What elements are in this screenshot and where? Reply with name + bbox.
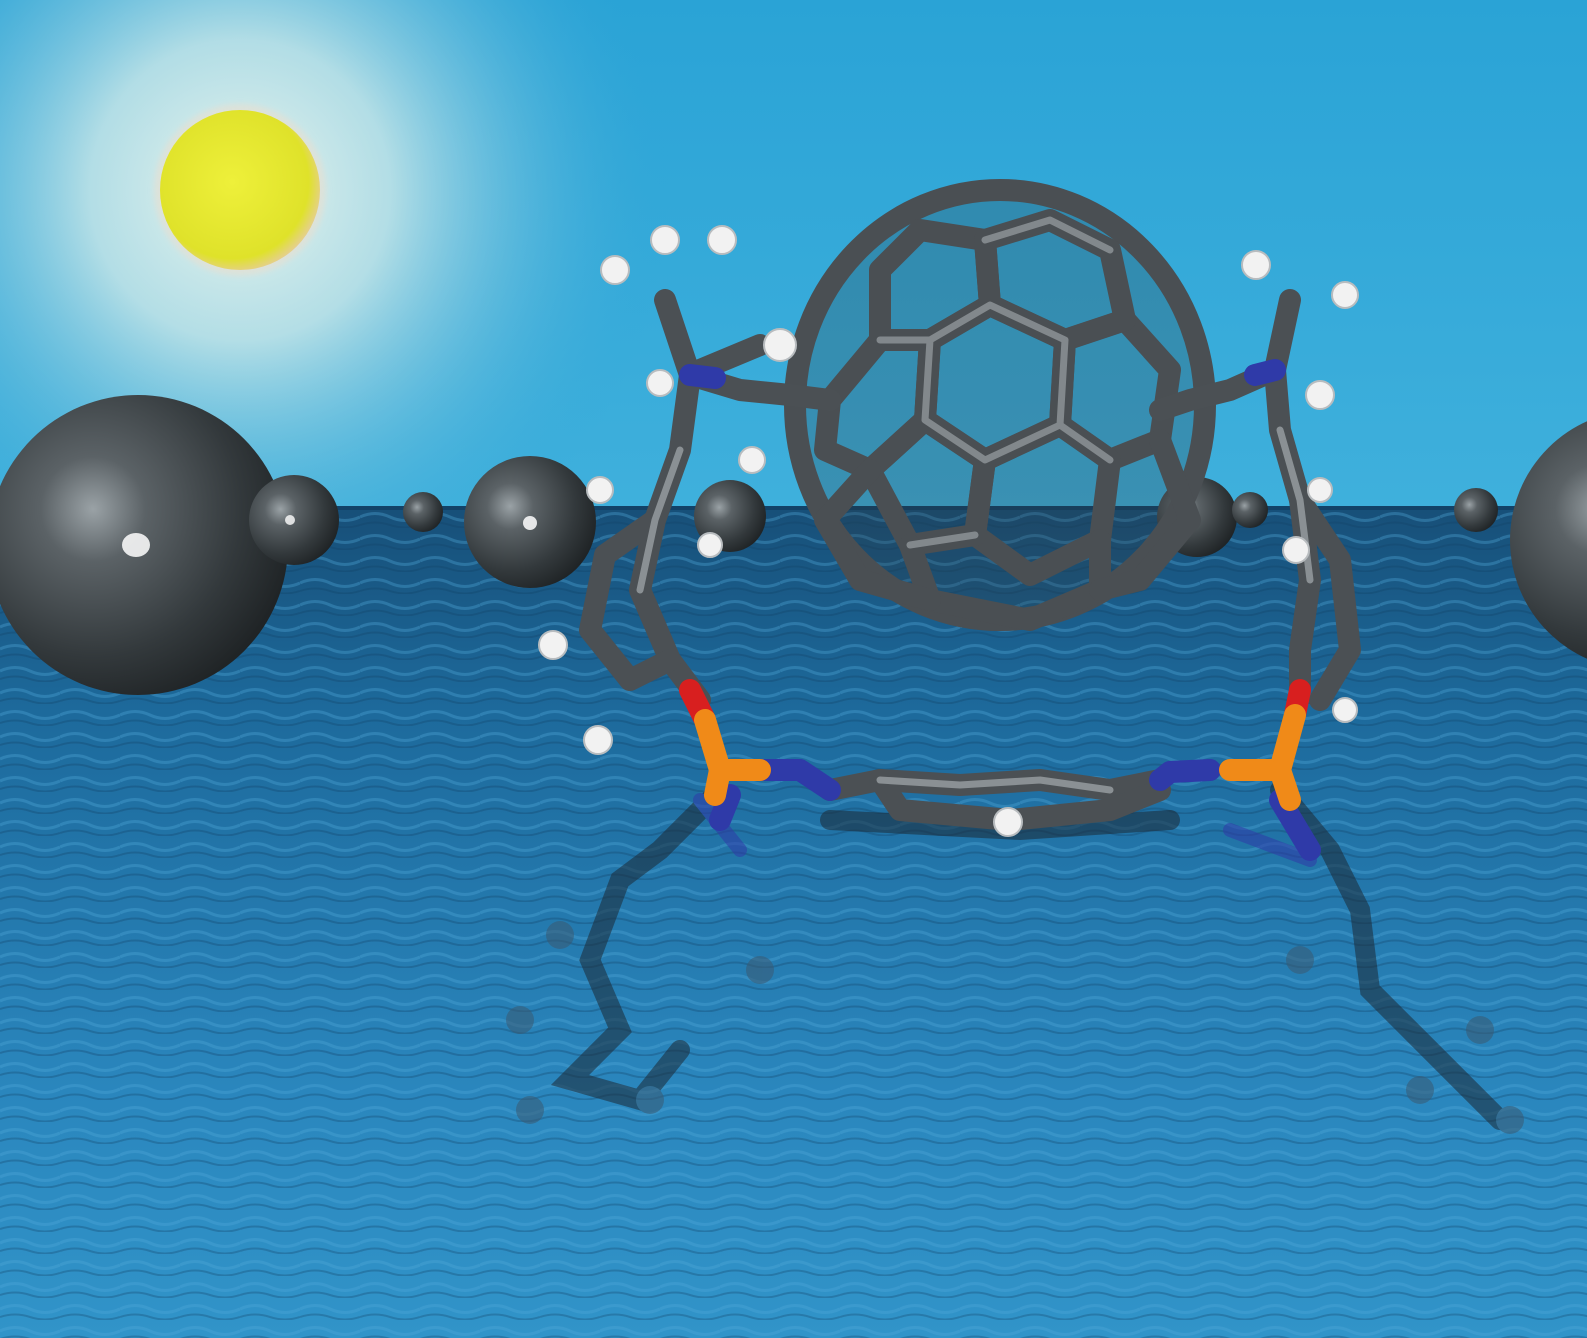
fullerene-icon xyxy=(784,179,1216,631)
sea xyxy=(0,506,1587,1338)
sphere-icon xyxy=(1510,421,1587,659)
molecule-framework xyxy=(538,225,1361,861)
sphere-icon xyxy=(1454,488,1498,532)
sphere-icon xyxy=(1232,492,1268,528)
sphere-icon xyxy=(403,492,443,532)
background-spheres xyxy=(0,395,1587,695)
sun-icon xyxy=(154,104,326,276)
